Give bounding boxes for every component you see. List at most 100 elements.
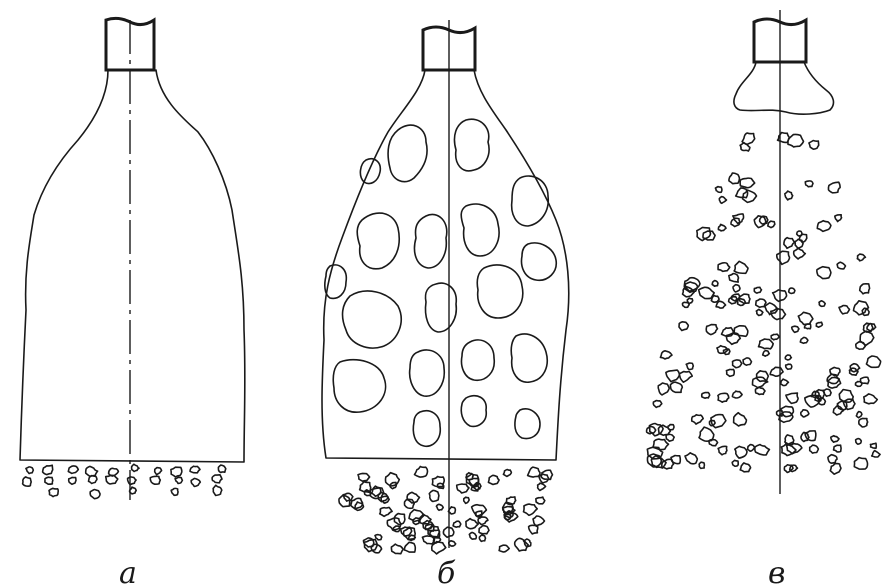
- droplet: [857, 254, 865, 261]
- droplet: [213, 485, 222, 495]
- sheet-hole: [343, 291, 402, 348]
- droplet: [719, 197, 726, 204]
- droplet: [817, 221, 831, 232]
- droplet: [734, 413, 747, 426]
- droplet: [90, 490, 100, 499]
- sheet-hole: [410, 350, 445, 396]
- droplet: [828, 182, 840, 193]
- sheet-hole: [360, 159, 380, 184]
- droplet: [43, 465, 53, 474]
- droplet: [464, 497, 469, 503]
- droplet: [702, 393, 710, 399]
- droplet: [867, 324, 876, 331]
- droplet: [860, 284, 870, 294]
- droplet: [89, 476, 97, 484]
- droplet: [810, 445, 819, 453]
- droplet: [794, 248, 806, 259]
- droplet: [732, 391, 742, 398]
- droplet: [670, 382, 682, 392]
- droplet: [786, 364, 792, 369]
- jet-outline-a: [20, 70, 245, 462]
- droplet: [472, 505, 487, 517]
- droplet: [817, 267, 831, 279]
- sheet-hole: [425, 283, 456, 332]
- droplet: [155, 468, 162, 475]
- droplet: [401, 527, 412, 536]
- droplet: [658, 383, 669, 395]
- droplet: [718, 224, 726, 231]
- droplet: [809, 141, 819, 150]
- droplet: [785, 355, 791, 360]
- droplet: [788, 134, 804, 147]
- droplet: [839, 306, 850, 314]
- droplet: [528, 467, 540, 477]
- droplet: [718, 393, 729, 402]
- droplet: [740, 178, 755, 188]
- droplet: [718, 263, 730, 272]
- droplet: [503, 470, 511, 477]
- droplet: [26, 467, 33, 474]
- droplet: [469, 532, 476, 539]
- droplet: [786, 393, 798, 403]
- droplet: [488, 475, 499, 484]
- droplet: [391, 544, 403, 554]
- droplet: [734, 326, 748, 337]
- droplet: [218, 465, 225, 472]
- sheet-hole: [477, 265, 523, 318]
- droplet: [175, 477, 182, 483]
- droplet: [732, 460, 738, 466]
- droplet: [755, 387, 765, 395]
- droplet: [798, 312, 813, 324]
- droplet: [415, 467, 428, 478]
- droplet: [854, 458, 867, 470]
- droplet: [763, 351, 770, 357]
- droplet: [856, 342, 866, 350]
- droplet: [68, 466, 78, 473]
- droplet: [647, 427, 656, 434]
- droplet: [819, 301, 825, 307]
- droplet: [756, 299, 766, 307]
- droplets-a: [23, 464, 226, 499]
- droplet: [733, 285, 740, 292]
- droplet: [753, 377, 768, 388]
- droplet: [780, 379, 788, 385]
- droplet: [784, 238, 795, 249]
- droplet: [831, 436, 839, 443]
- droplets-c: [647, 133, 881, 475]
- droplet: [856, 412, 862, 418]
- droplet: [757, 371, 769, 382]
- droplet: [771, 309, 786, 320]
- sheet-hole: [511, 334, 547, 382]
- droplet: [45, 477, 53, 484]
- droplet: [830, 464, 841, 475]
- liquid-core-c: [734, 62, 834, 114]
- droplet: [712, 281, 718, 287]
- sheet-hole: [461, 204, 499, 256]
- droplet: [375, 535, 382, 540]
- droplet: [768, 221, 775, 228]
- droplet: [686, 363, 693, 370]
- droplet: [191, 478, 200, 486]
- droplet: [685, 453, 697, 464]
- droplet: [872, 451, 880, 457]
- droplet: [870, 443, 876, 448]
- droplet: [789, 288, 795, 293]
- droplet: [800, 337, 808, 343]
- droplet: [716, 301, 726, 308]
- droplet: [756, 309, 763, 315]
- droplet: [805, 324, 811, 329]
- droplet: [748, 445, 755, 452]
- panel-label-a: а: [119, 556, 137, 586]
- droplet: [855, 382, 861, 387]
- sheet-hole: [388, 125, 427, 182]
- droplet: [801, 410, 809, 417]
- droplet: [190, 466, 200, 473]
- droplet: [759, 339, 774, 349]
- droplet: [453, 521, 461, 527]
- droplet: [436, 504, 443, 510]
- droplet: [679, 372, 692, 383]
- jet-outline-b: [322, 70, 569, 460]
- droplet: [729, 274, 739, 283]
- droplet: [692, 415, 703, 424]
